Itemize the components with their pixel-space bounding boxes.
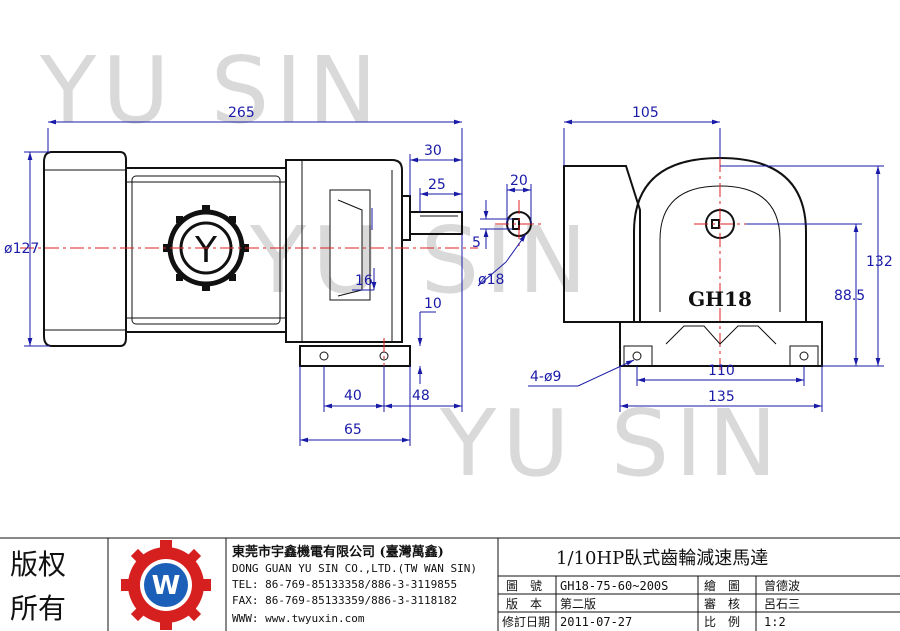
- watermark-middle: YU SIN: [249, 207, 593, 314]
- row-value-scale: 1:2: [764, 615, 786, 629]
- company-tel: TEL: 86-769-85133358/886-3-3119855: [232, 578, 457, 591]
- row-value-version: 第二版: [560, 597, 596, 611]
- row-value-drawn-by: 曾德波: [764, 578, 800, 593]
- dim-30: 30: [424, 143, 442, 159]
- company-gear-logo: W: [121, 540, 211, 630]
- housing-label: GH18: [688, 287, 752, 311]
- dim-48: 48: [412, 388, 430, 404]
- drawing-title: 1/10HP臥式齒輪減速馬達: [556, 548, 768, 569]
- row-label-scale: 比 例: [704, 615, 740, 629]
- dim-5: 5: [472, 235, 481, 251]
- dim-4-9: 4-ø9: [530, 369, 561, 385]
- dimension-lines: [24, 119, 884, 446]
- company-english-name: DONG GUAN YU SIN CO.,LTD.(TW WAN SIN): [232, 562, 477, 575]
- dim-105: 105: [632, 105, 659, 121]
- dim-127: ø127: [4, 241, 39, 257]
- dim-132: 132: [866, 254, 893, 270]
- company-chinese-name: 東莞市宇鑫機電有限公司 (臺灣萬鑫): [232, 544, 444, 560]
- company-logo-letter: W: [152, 571, 181, 601]
- dim-18: ø18: [478, 272, 504, 288]
- motor-logo-letter: Y: [194, 230, 218, 271]
- row-value-drawing-no: GH18-75-60~200S: [560, 579, 668, 593]
- row-label-drawing-no: 圖 號: [506, 579, 542, 593]
- copyright-line-1: 版权: [10, 548, 66, 581]
- dim-88-5: 88.5: [834, 288, 865, 304]
- dim-20: 20: [510, 173, 528, 189]
- dim-25: 25: [428, 177, 446, 193]
- row-label-drawn-by: 繪 圖: [704, 578, 740, 593]
- watermark-top: YU SIN: [39, 37, 383, 144]
- copyright-line-2: 所有: [10, 592, 66, 625]
- row-value-revision-date: 2011-07-27: [560, 615, 632, 629]
- dim-16: 16: [355, 273, 373, 289]
- company-fax: FAX: 86-769-85133359/886-3-3118182: [232, 594, 457, 607]
- dim-10: 10: [424, 296, 442, 312]
- company-www: WWW: www.twyuxin.com: [232, 612, 365, 625]
- row-label-checked-by: 審 核: [704, 596, 740, 611]
- dim-65: 65: [344, 422, 362, 438]
- dim-40: 40: [344, 388, 362, 404]
- dim-110: 110: [708, 363, 735, 379]
- row-label-revision-date: 修訂日期: [502, 614, 550, 629]
- dimension-labels: 265 30 25 ø127 16 10 40 48 65 20 5 ø18 1…: [4, 105, 893, 438]
- row-value-checked-by: 呂石三: [764, 597, 800, 611]
- title-block: 版权 所有 W 東莞市宇鑫機電有限公司 (臺灣萬鑫) DONG GUAN YU …: [0, 537, 900, 631]
- side-view: Y: [20, 151, 478, 374]
- row-label-version: 版 本: [506, 597, 542, 611]
- dim-135: 135: [708, 389, 735, 405]
- front-view: GH18: [563, 156, 823, 370]
- dim-265: 265: [228, 105, 255, 121]
